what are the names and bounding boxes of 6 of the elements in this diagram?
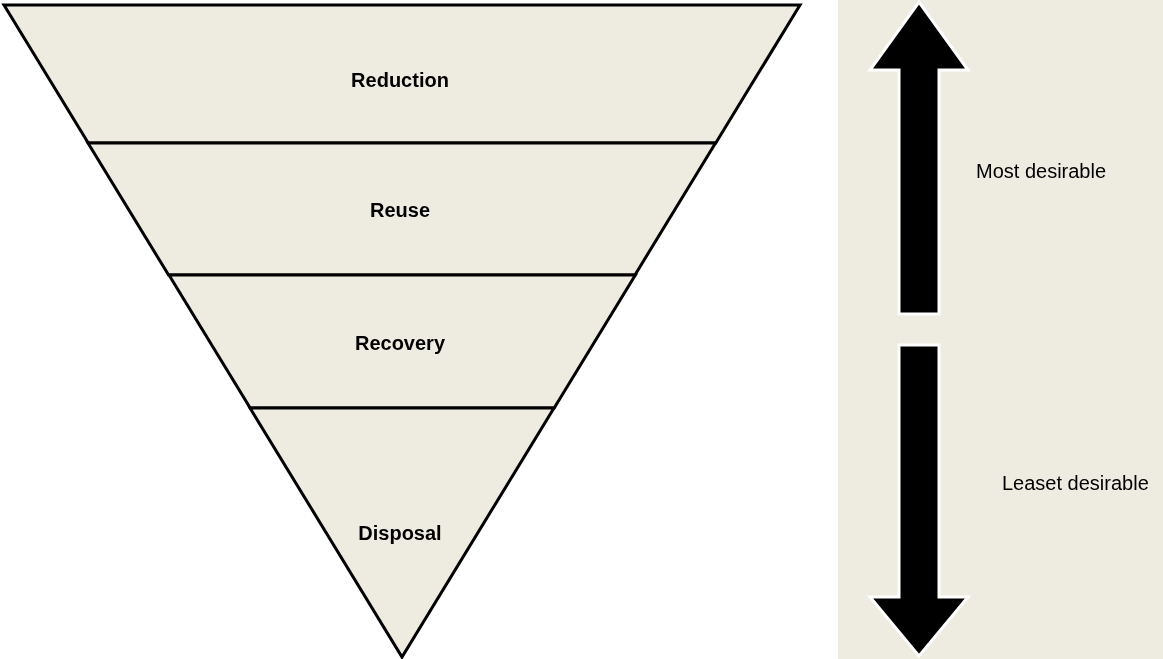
band-label: Disposal [358,521,442,545]
band-label: Reduction [351,68,449,92]
desirability-label: Leaset desirable [1002,471,1150,496]
band-label: Reuse [369,198,430,222]
band-label: Recovery [354,331,445,355]
desirability-label: Most desirable [976,159,1108,184]
